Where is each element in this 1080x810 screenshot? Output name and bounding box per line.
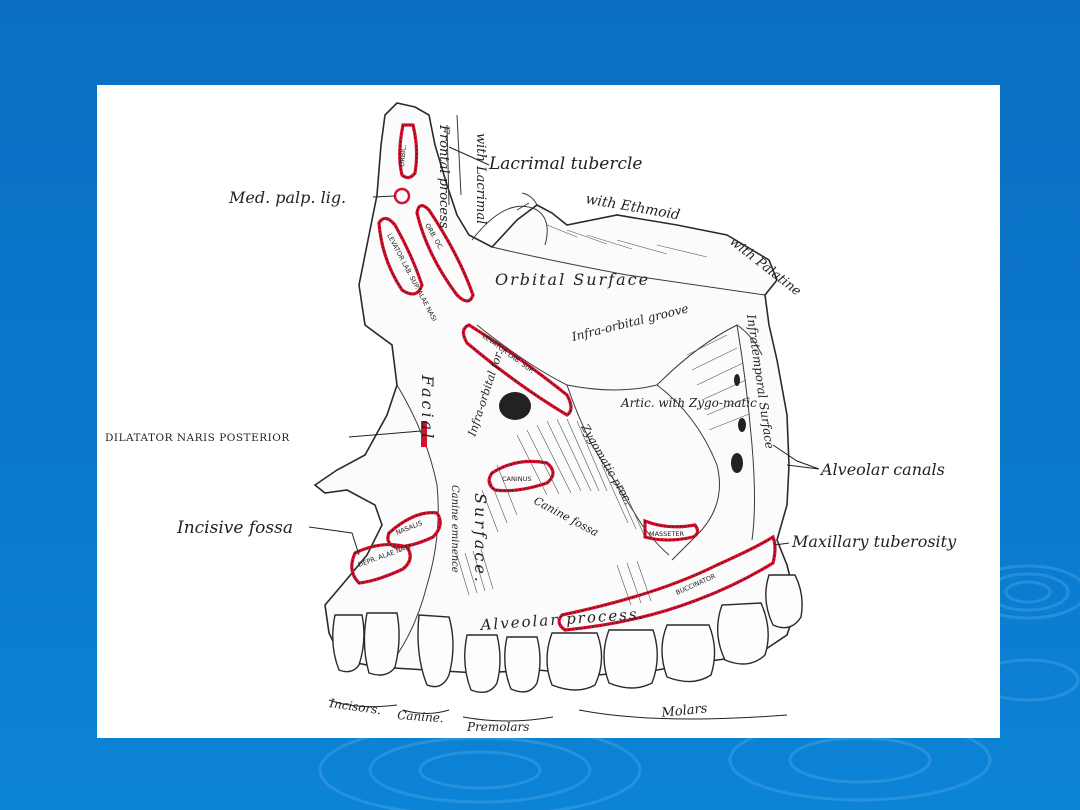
muscle-depressor bbox=[350, 542, 412, 585]
premolar-1 bbox=[464, 634, 501, 693]
label-molars: Molars bbox=[660, 701, 709, 721]
alveolar-canal-1 bbox=[731, 453, 743, 473]
incisor-1 bbox=[332, 614, 365, 673]
molar-4 bbox=[717, 602, 769, 665]
leader-lines bbox=[308, 146, 820, 722]
alveolar-canal-2 bbox=[738, 418, 746, 432]
label-facial-surface-1: Facial bbox=[418, 374, 437, 441]
molar-5 bbox=[765, 574, 803, 629]
premolar-2 bbox=[504, 636, 541, 693]
incisor-2 bbox=[363, 612, 400, 676]
alveolar-canal-3 bbox=[734, 374, 740, 386]
label-artic-zygomatic: Artic. with Zygo-matic bbox=[620, 396, 757, 410]
label-with-lacrimal: with Lacrimal bbox=[473, 133, 488, 224]
molar-2 bbox=[603, 629, 658, 689]
label-frontal-process: Frontal process bbox=[436, 124, 451, 229]
muscle-caninus-label: CANINUS bbox=[502, 475, 532, 483]
label-premolars: Premolars bbox=[466, 720, 529, 734]
canine-tooth bbox=[417, 614, 454, 688]
label-incisors: Incisors. bbox=[328, 696, 383, 717]
label-incisive-fossa: Incisive fossa bbox=[176, 518, 293, 538]
maxilla-illustration: ORBIC. LEVATOR LAB. SUP. ALAE NASI ORB. … bbox=[105, 102, 957, 734]
molar-1 bbox=[546, 632, 603, 691]
infraorbital-foramen bbox=[499, 392, 531, 420]
label-canine: Canine. bbox=[397, 708, 444, 725]
muscle-orbic-label: ORBIC. bbox=[398, 144, 408, 167]
label-orbital-surface: Orbital Surface bbox=[495, 270, 650, 289]
teeth bbox=[332, 574, 803, 693]
label-maxillary-tuberosity: Maxillary tuberosity bbox=[791, 532, 957, 551]
label-lacrimal-tubercle: Lacrimal tubercle bbox=[488, 154, 642, 174]
label-med-palp-lig: Med. palp. lig. bbox=[228, 188, 346, 207]
label-canine-eminence: Canine eminence bbox=[449, 485, 460, 573]
label-facial-surface-2: Surface. bbox=[471, 493, 490, 585]
dilatator-marker bbox=[421, 421, 427, 447]
diagram-panel: ORBIC. LEVATOR LAB. SUP. ALAE NASI ORB. … bbox=[97, 85, 1000, 738]
label-dilatator-naris-posterior: DILATATOR NARIS POSTERIOR bbox=[105, 432, 290, 444]
molar-3 bbox=[661, 624, 716, 683]
muscle-masseter-label: MASSETER bbox=[649, 530, 684, 538]
label-alveolar-canals: Alveolar canals bbox=[819, 460, 945, 479]
